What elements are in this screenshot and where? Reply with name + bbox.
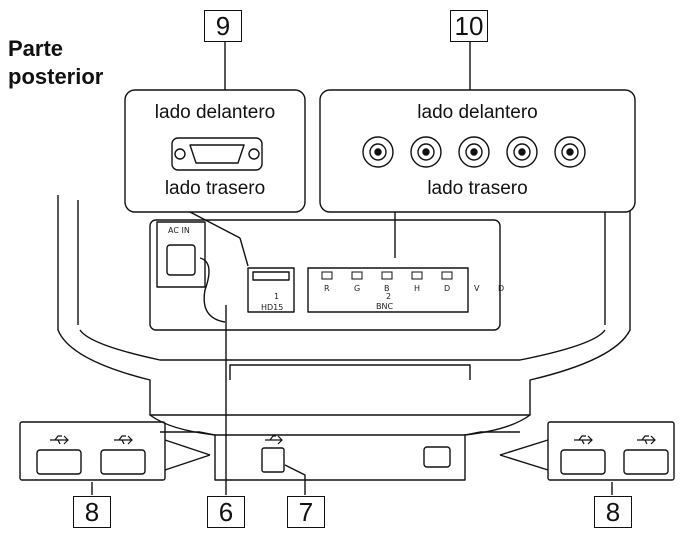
bnc-letter-r: R bbox=[324, 284, 330, 293]
zoom-hd15-body bbox=[189, 144, 245, 164]
connector-recess bbox=[149, 219, 501, 331]
callout-8-left: 8 bbox=[73, 496, 111, 528]
bnc-block bbox=[307, 267, 469, 313]
stand-neck bbox=[229, 364, 471, 380]
usb-hub-right bbox=[547, 421, 675, 481]
panel-left-rear-label: lado trasero bbox=[164, 178, 266, 199]
input1-sub-label: HD15 bbox=[261, 303, 284, 312]
usb-port-left-2 bbox=[100, 449, 146, 475]
ac-inlet-socket bbox=[166, 244, 196, 276]
panel-right-rear-label: lado trasero bbox=[427, 178, 528, 199]
usb-hub-left bbox=[19, 421, 166, 481]
panel-hd15-zoom bbox=[124, 89, 306, 213]
bnc-socket-b bbox=[381, 271, 393, 280]
input2-label: 2 bbox=[386, 292, 392, 301]
hd15-connector bbox=[252, 271, 290, 281]
callout-7: 7 bbox=[287, 496, 325, 528]
zoom-bnc-5 bbox=[554, 136, 586, 168]
bnc-socket-g bbox=[351, 271, 363, 280]
usb-icon-right-2 bbox=[637, 435, 656, 445]
bnc-socket-d bbox=[441, 271, 453, 280]
bnc-letter-g: G bbox=[354, 284, 361, 293]
ac-in-label: AC IN bbox=[168, 226, 190, 235]
panel-left-front-label: lado delantero bbox=[154, 102, 276, 123]
stand-button bbox=[423, 446, 451, 468]
zoom-bnc-2 bbox=[410, 136, 442, 168]
usb-port-right-2 bbox=[623, 449, 669, 475]
bnc-socket-h bbox=[411, 271, 423, 280]
title-line-1: Parte bbox=[8, 36, 64, 61]
extra-letter-v: V bbox=[474, 284, 480, 293]
zoom-hd15-shell bbox=[171, 137, 263, 171]
bnc-socket-r bbox=[321, 271, 333, 280]
zoom-bnc-4 bbox=[506, 136, 538, 168]
usb-port-left-1 bbox=[36, 449, 82, 475]
callout-6: 6 bbox=[207, 496, 245, 528]
usb-icon-left-1 bbox=[50, 435, 69, 445]
zoom-bnc-1 bbox=[362, 136, 394, 168]
hd15-block bbox=[247, 267, 295, 313]
stand-base bbox=[199, 431, 481, 481]
bnc-letter-d: D bbox=[444, 284, 451, 293]
bnc-letter-b: B bbox=[384, 284, 390, 293]
zoom-bnc-3 bbox=[458, 136, 490, 168]
title-line-2: posterior bbox=[8, 64, 104, 89]
monitor-back-outline bbox=[57, 195, 631, 416]
extra-letter-d: D bbox=[498, 284, 505, 293]
housing-inner-line bbox=[79, 329, 606, 361]
callout-8-right: 8 bbox=[594, 496, 632, 528]
input2-sub-label: BNC bbox=[376, 302, 394, 311]
usb-icon-right-1 bbox=[574, 435, 593, 445]
callout-9: 9 bbox=[204, 10, 242, 42]
usb-icon-left-2 bbox=[114, 435, 133, 445]
panel-right-front-label: lado delantero bbox=[417, 102, 538, 123]
callout-10: 10 bbox=[450, 10, 488, 42]
usb-port-right-1 bbox=[560, 449, 606, 475]
usb-icon-upstream bbox=[265, 435, 283, 445]
input1-label: 1 bbox=[274, 292, 280, 301]
ac-inlet-frame bbox=[156, 221, 206, 288]
bnc-letter-h: H bbox=[414, 284, 421, 293]
usb-upstream-port bbox=[261, 447, 285, 473]
leader-7 bbox=[284, 464, 306, 495]
